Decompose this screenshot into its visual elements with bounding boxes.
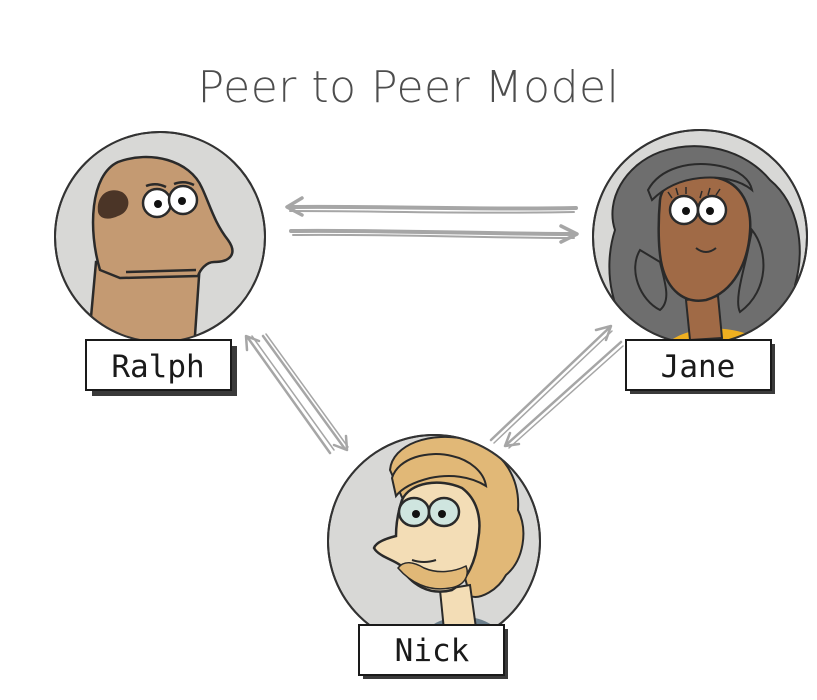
peer-ralph: Ralph — [54, 131, 266, 396]
peer-nick: Nick — [327, 434, 541, 679]
ralph-name-tag: Ralph — [85, 339, 237, 396]
arrows — [244, 196, 624, 455]
jane-name: Jane — [661, 349, 736, 385]
arrow-jane-to-nick — [503, 340, 624, 449]
arrow-ralph-to-nick — [261, 333, 349, 452]
nick-name: Nick — [395, 633, 470, 669]
nick-name-tag: Nick — [358, 624, 508, 679]
arrow-ralph-to-jane — [289, 224, 579, 244]
jane-name-tag: Jane — [625, 339, 775, 394]
arrow-jane-to-ralph — [285, 196, 578, 217]
ralph-avatar — [54, 131, 266, 343]
nick-avatar — [327, 434, 541, 648]
arrow-nick-to-jane — [489, 324, 613, 444]
ralph-name: Ralph — [111, 349, 204, 385]
jane-avatar — [592, 129, 808, 345]
peer-jane: Jane — [592, 129, 808, 394]
arrow-nick-to-ralph — [244, 334, 335, 455]
diagram-title: Peer to Peer Model — [197, 62, 620, 113]
